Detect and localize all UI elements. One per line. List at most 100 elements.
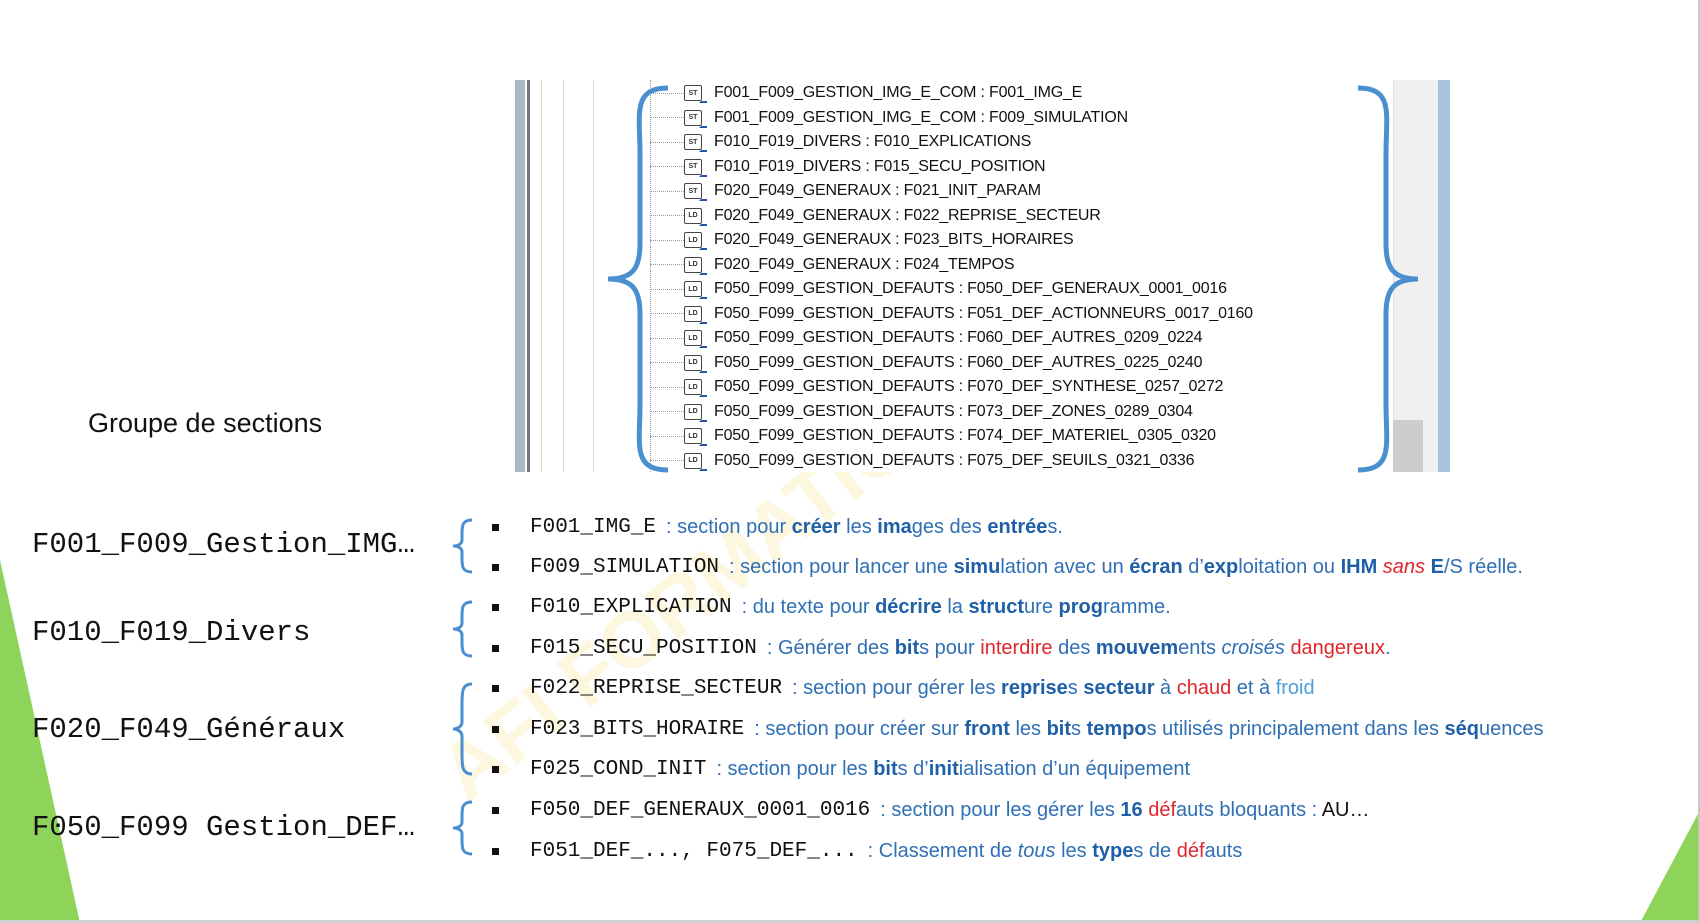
tree-item[interactable]: LD F050_F099_GESTION_DEFAUTS : F074_DEF_M… [650,424,1216,449]
tree-item-label: F020_F049_GENERAUX : F024_TEMPOS [714,255,1015,273]
tree-item-label: F050_F099_GESTION_DEFAUTS : F074_DEF_MAT… [714,427,1216,445]
st-section-icon: ST [684,158,707,177]
tree-item-label: F001_F009_GESTION_IMG_E_COM : F001_IMG_E [714,84,1083,102]
tree-item[interactable]: LD F050_F099_GESTION_DEFAUTS : F051_DEF_A… [650,302,1253,327]
section-description: : Classement de tous les types de défaut… [867,839,1243,862]
tree-item-label: F010_F019_DIVERS : F010_EXPLICATIONS [714,133,1032,151]
bullet-icon [492,684,499,692]
section-code: F001_IMG_E [530,515,657,539]
section-group-title: Groupe de sections [88,408,323,438]
section-description: : section pour gérer les reprises secteu… [792,676,1315,699]
st-section-icon: ST [684,183,707,202]
st-section-icon: ST [684,85,707,104]
tree-item[interactable]: LD F050_F099_GESTION_DEFAUTS : F060_DEF_A… [650,351,1203,376]
slide-right-border [1698,0,1700,923]
tree-item-label: F010_F019_DIVERS : F015_SECU_POSITION [714,157,1046,175]
list-item: F050_DEF_GENERAUX_0001_0016 : section po… [492,795,1369,825]
tree-item[interactable]: ST F010_F019_DIVERS : F010_EXPLICATIONS [650,130,1031,155]
ld-section-icon: LD [684,305,707,324]
curly-brace-icon [452,518,473,574]
right-curly-brace-icon [1357,85,1419,473]
tree-item-label: F001_F009_GESTION_IMG_E_COM : F009_SIMUL… [714,108,1128,126]
tree-item[interactable]: LD F050_F099_GESTION_DEFAUTS : F073_DEF_Z… [650,400,1193,425]
section-description: : section pour créer sur front les bits … [754,717,1544,740]
tree-item-label: F050_F099_GESTION_DEFAUTS : F073_DEF_ZON… [714,402,1193,420]
list-item: F015_SECU_POSITION : Générer des bits po… [492,633,1391,663]
section-code: F009_SIMULATION [530,555,720,579]
list-item: F022_REPRISE_SECTEUR : section pour gére… [492,673,1315,703]
curly-brace-icon [452,600,473,658]
group-label: F020_F049_Généraux [32,713,346,746]
tree-item[interactable]: ST F001_F009_GESTION_IMG_E_COM : F001_IMG… [650,81,1082,106]
ld-section-icon: LD [684,232,707,251]
tree-item-label: F050_F099_GESTION_DEFAUTS : F050_DEF_GEN… [714,280,1227,298]
ld-section-icon: LD [684,207,707,226]
bullet-icon [492,806,499,814]
section-code: F010_EXPLICATION [530,595,732,619]
tree-item[interactable]: ST F010_F019_DIVERS : F015_SECU_POSITION [650,155,1046,180]
list-item: F023_BITS_HORAIRE : section pour créer s… [492,714,1543,744]
tree-item[interactable]: LD F020_F049_GENERAUX : F024_TEMPOS [650,253,1015,278]
bullet-icon [492,765,499,773]
tree-item-label: F050_F099_GESTION_DEFAUTS : F051_DEF_ACT… [714,304,1253,322]
section-code: F022_REPRISE_SECTEUR [530,676,783,700]
bullet-icon [492,603,499,611]
tree-guide-line [650,80,651,472]
divider [563,80,564,472]
bullet-icon [492,644,499,652]
divider [593,80,594,472]
list-item: F010_EXPLICATION : du texte pour décrire… [492,592,1171,622]
tree-item[interactable]: LD F050_F099_GESTION_DEFAUTS : F075_DEF_S… [650,449,1195,474]
list-item: F025_COND_INIT : section pour les bits d… [492,754,1190,784]
ld-section-icon: LD [684,403,707,422]
tree-item[interactable]: LD F020_F049_GENERAUX : F022_REPRISE_SECT… [650,204,1101,229]
ld-section-icon: LD [684,428,707,447]
bullet-icon [492,563,499,571]
bullet-icon [492,523,499,531]
ld-section-icon: LD [684,281,707,300]
tree-item-label: F050_F099_GESTION_DEFAUTS : F060_DEF_AUT… [714,353,1203,371]
section-description: : section pour créer les images des entr… [666,515,1063,538]
st-section-icon: ST [684,134,707,153]
list-item: F001_IMG_E : section pour créer les imag… [492,512,1063,542]
tree-item-label: F020_F049_GENERAUX : F021_INIT_PARAM [714,182,1041,200]
group-label: F001_F009_Gestion_IMG… [32,528,415,561]
project-tree-screenshot: ST F001_F009_GESTION_IMG_E_COM : F001_IMG… [515,80,1450,472]
tree-item-label: F020_F049_GENERAUX : F022_REPRISE_SECTEU… [714,206,1101,224]
tree-item[interactable]: ST F001_F009_GESTION_IMG_E_COM : F009_SIM… [650,106,1128,131]
section-description: : Générer des bits pour interdire des mo… [766,636,1391,659]
section-description: : section pour les gérer les 16 défauts … [880,798,1370,821]
st-section-icon: ST [684,109,707,128]
tree-item[interactable]: LD F050_F099_GESTION_DEFAUTS : F050_DEF_G… [650,277,1227,302]
tree-item[interactable]: LD F050_F099_GESTION_DEFAUTS : F060_DEF_A… [650,326,1203,351]
section-description: : du texte pour décrire la structure pro… [741,595,1171,618]
list-item: F009_SIMULATION : section pour lancer un… [492,552,1523,582]
section-description: : section pour lancer une simulation ave… [729,555,1523,578]
ld-section-icon: LD [684,452,707,471]
left-gutter-border [527,80,530,472]
group-label: F010_F019_Divers [32,616,311,649]
ld-section-icon: LD [684,256,707,275]
left-gutter [515,80,525,472]
bullet-icon [492,725,499,733]
tree-item-label: F050_F099_GESTION_DEFAUTS : F060_DEF_AUT… [714,329,1203,347]
ld-section-icon: LD [684,379,707,398]
slide-bottom-border [0,920,1700,923]
divider [541,80,542,472]
group-label: F050_F099 Gestion_DEF… [32,811,415,844]
tree-item-label: F050_F099_GESTION_DEFAUTS : F075_DEF_SEU… [714,451,1195,469]
ld-section-icon: LD [684,354,707,373]
left-curly-brace-icon [607,85,669,473]
section-description: : section pour les bits d’initialisation… [716,757,1191,780]
section-code: F051_DEF_..., F075_DEF_... [530,839,858,863]
ld-section-icon: LD [684,330,707,349]
right-gutter [1438,80,1450,472]
section-code: F025_COND_INIT [530,757,707,781]
bullet-icon [492,847,499,855]
tree-item[interactable]: ST F020_F049_GENERAUX : F021_INIT_PARAM [650,179,1041,204]
section-code: F050_DEF_GENERAUX_0001_0016 [530,798,871,822]
scrollbar-thumb[interactable] [1393,420,1423,472]
